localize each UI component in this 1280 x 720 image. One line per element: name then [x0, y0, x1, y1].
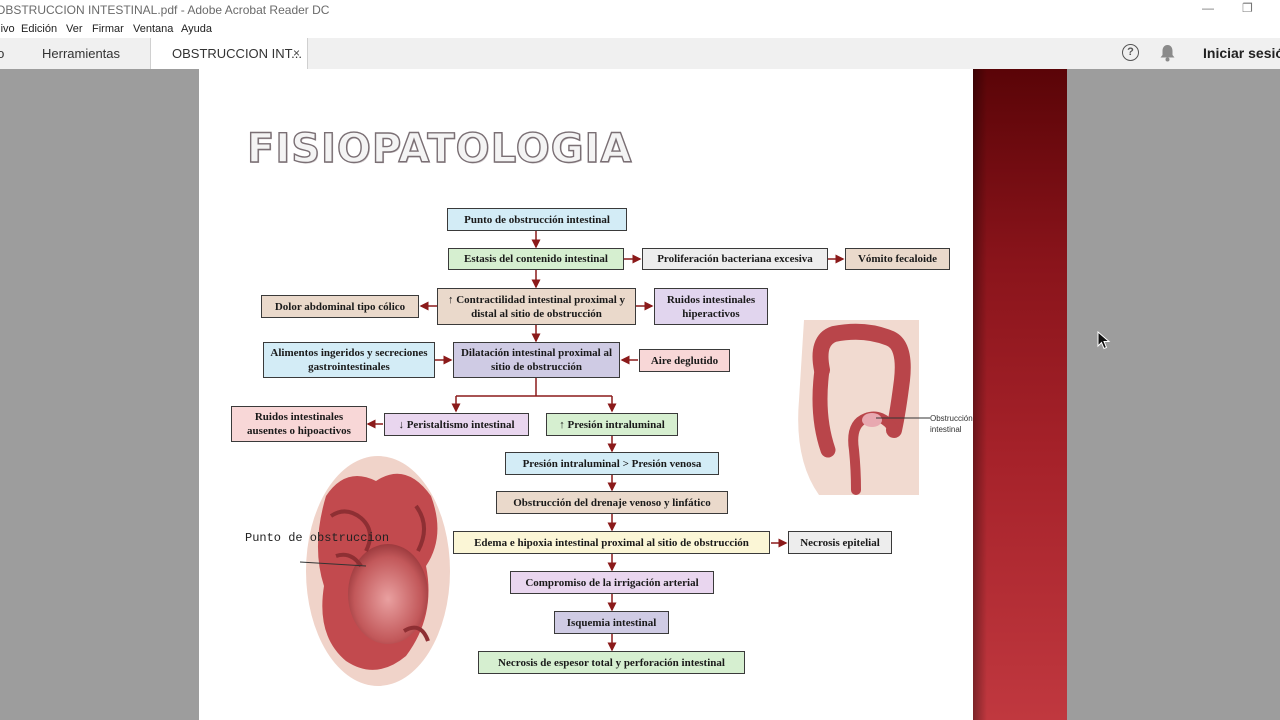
slide-title: FISIOPATOLOGIA: [246, 125, 633, 172]
tab-herramientas[interactable]: Herramientas: [42, 46, 121, 61]
tab-inicio[interactable]: Inicio: [0, 46, 5, 61]
menu-archivo[interactable]: Archivo: [0, 23, 15, 35]
box-aire: Aire deglutido: [639, 349, 730, 372]
colon-illustration-right: [798, 320, 919, 495]
box-alimentos: Alimentos ingeridos y secreciones gastro…: [263, 342, 435, 378]
box-ruidos-ausentes: Ruidos intestinales ausentes o hipoactiv…: [231, 406, 367, 442]
box-dolor: Dolor abdominal tipo cólico: [261, 295, 419, 318]
box-vomito: Vómito fecaloide: [845, 248, 950, 270]
help-icon[interactable]: ?: [1122, 44, 1139, 61]
box-ruidos-hiperactivos: Ruidos intestinales hiperactivos: [654, 288, 768, 325]
box-isquemia: Isquemia intestinal: [554, 611, 669, 634]
menu-ventana[interactable]: Ventana: [133, 23, 174, 35]
obstruccion-leader-line: [876, 417, 930, 419]
tab-bar: Inicio Herramientas OBSTRUCCION INT... ×…: [0, 38, 1280, 70]
box-peristaltismo: ↓ Peristaltismo intestinal: [384, 413, 529, 436]
intestine-illustration-left: [306, 456, 450, 686]
minimize-icon[interactable]: —: [1202, 1, 1214, 15]
box-necrosis-perforacion: Necrosis de espesor total y perforación …: [478, 651, 745, 674]
restore-icon[interactable]: ❐: [1242, 1, 1253, 15]
box-contractilidad: ↑ Contractilidad intestinal proximal y d…: [437, 288, 636, 325]
obstruccion-intestinal-label: Obstrucción intestinal: [930, 414, 973, 434]
tab-document-label: OBSTRUCCION INT...: [172, 46, 303, 61]
slide-decor-band: [973, 69, 1067, 720]
box-punto-obstruccion: Punto de obstrucción intestinal: [447, 208, 627, 231]
menu-bar: Archivo Edición Ver Firmar Ventana Ayuda: [0, 20, 1280, 38]
window-title: OBSTRUCCION INTESTINAL.pdf - Adobe Acrob…: [0, 3, 330, 17]
box-presion-venosa: Presión intraluminal > Presión venosa: [505, 452, 719, 475]
box-drenaje: Obstrucción del drenaje venoso y linfáti…: [496, 491, 728, 514]
box-dilatacion: Dilatación intestinal proximal al sitio …: [453, 342, 620, 378]
box-edema: Edema e hipoxia intestinal proximal al s…: [453, 531, 770, 554]
menu-edicion[interactable]: Edición: [21, 23, 58, 35]
menu-firmar[interactable]: Firmar: [92, 23, 124, 35]
menu-ayuda[interactable]: Ayuda: [181, 23, 212, 35]
box-necrosis-epitelial: Necrosis epitelial: [788, 531, 892, 554]
signin-button[interactable]: Iniciar sesión: [1203, 45, 1280, 61]
mouse-cursor-icon: [1097, 331, 1111, 350]
box-estasis: Estasis del contenido intestinal: [448, 248, 624, 270]
box-irrigacion: Compromiso de la irrigación arterial: [510, 571, 714, 594]
tab-document[interactable]: OBSTRUCCION INT... ×: [150, 38, 308, 70]
punto-leader-line: [300, 561, 367, 567]
bell-icon[interactable]: [1159, 44, 1176, 62]
box-presion-intraluminal: ↑ Presión intraluminal: [546, 413, 678, 436]
title-bar: OBSTRUCCION INTESTINAL.pdf - Adobe Acrob…: [0, 0, 1280, 20]
box-proliferacion: Proliferación bacteriana excesiva: [642, 248, 828, 270]
close-tab-icon[interactable]: ×: [292, 46, 300, 60]
punto-obstruccion-label: Punto de obstruccion: [245, 531, 390, 545]
menu-ver[interactable]: Ver: [66, 23, 83, 35]
